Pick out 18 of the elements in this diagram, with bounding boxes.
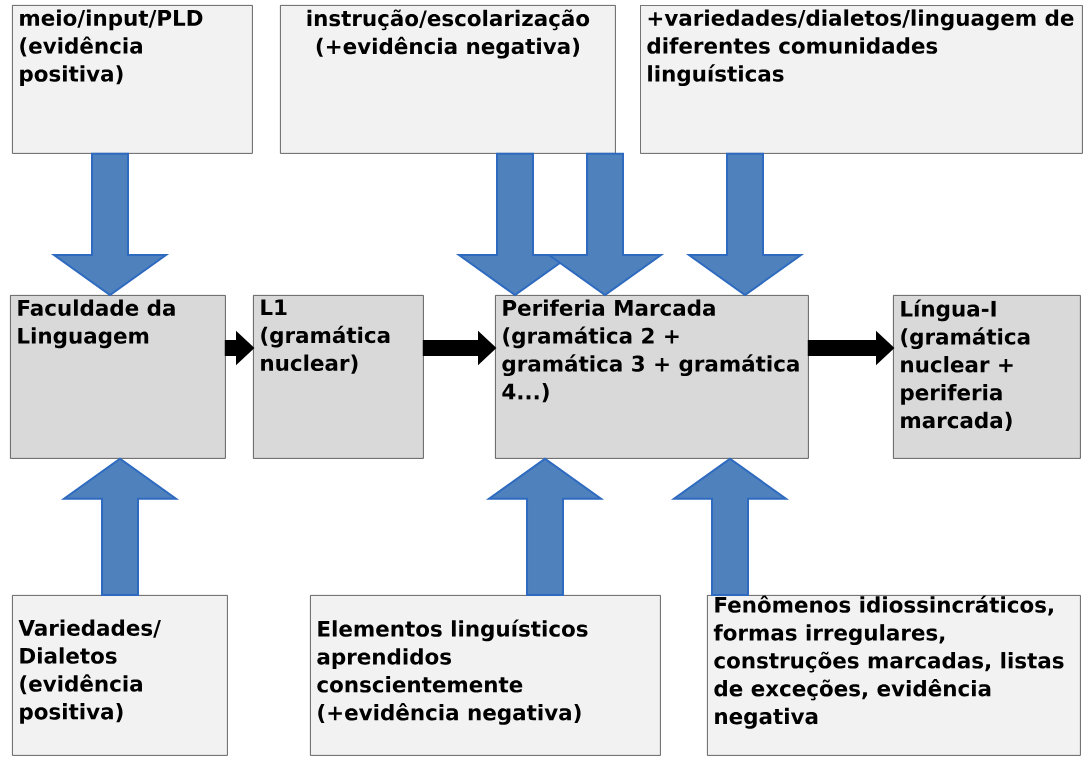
text-box: meio/input/PLD (evidência positiva) [12,5,253,154]
block-arrow [670,457,790,596]
text-box: Língua-I (gramática nuclear + periferia marcada) [893,295,1081,459]
block-arrow [685,152,805,297]
text-box: +variedades/dialetos/linguagem de diferentes comunidades linguísticas [640,5,1083,154]
text-box: Variedades/ Dialetos (evidência positiva) [12,595,228,756]
text-box: instrução/escolarização (+evidência negativa) [280,5,616,154]
text-box: Fenômenos idiossincráticos, formas irregulares, construções marcadas, listas de exceções, evidência negativa [707,595,1081,756]
text-box: Faculdade da Linguagem [10,295,226,459]
block-arrow [485,457,605,596]
block-arrow [50,152,170,297]
block-arrow [422,330,497,366]
block-arrow [60,457,180,596]
block-arrow [224,330,255,366]
text-box: L1 (gramática nuclear) [253,295,424,459]
text-box: Periferia Marcada (gramática 2 + gramática 3 + gramática 4...) [495,295,809,459]
block-arrow [807,330,895,366]
text-box: Elementos linguísticos aprendidos conscientemente (+evidência negativa) [310,595,661,756]
